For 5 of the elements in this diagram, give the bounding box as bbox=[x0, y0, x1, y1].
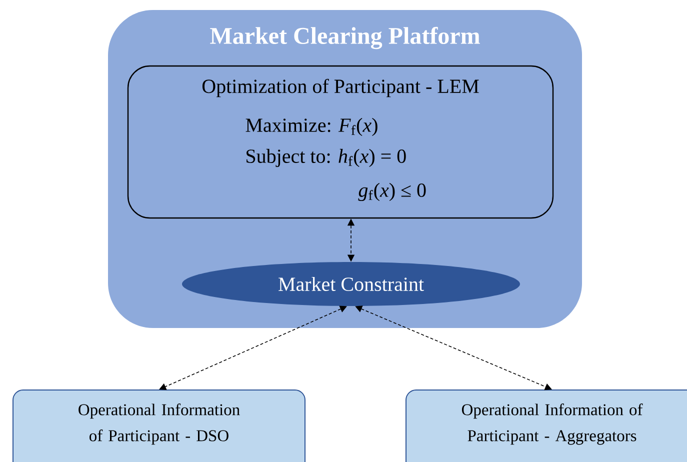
arrow bbox=[355, 306, 552, 390]
optimization-box: Optimization of Participant - LEM Maximize: F$_{f}$(x) Subject to: h$_{f}$(x) = 0 g$_{f}$(x) ≤ 0 bbox=[127, 65, 554, 219]
information-box: Operational Information of Participant - DSO bbox=[12, 390, 306, 462]
information-box: Operational Information of Participant - Aggregators bbox=[406, 390, 687, 462]
arrow bbox=[159, 306, 347, 390]
